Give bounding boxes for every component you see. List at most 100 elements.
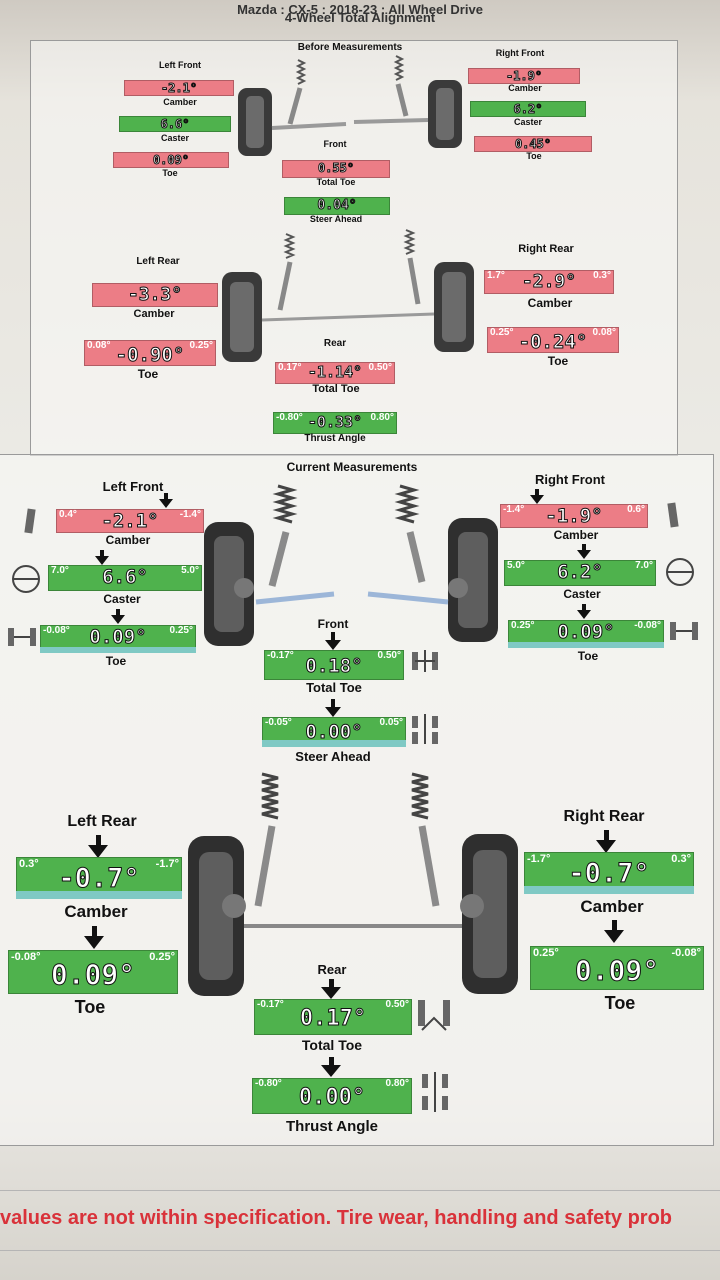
- current-right-front-caster-gauge: 5.0° 7.0° 6.2°: [504, 560, 656, 586]
- current-right-front-camber-min: -1.4°: [503, 503, 525, 515]
- current-left-rear-camber-min: 0.3°: [19, 857, 39, 870]
- current-right-front-caster-value: 6.2°: [557, 561, 604, 584]
- current-front-label: Front: [317, 617, 349, 631]
- before-right-front-toe-value: 0.45°: [514, 136, 552, 151]
- before-right-front-camber-value: -1.9°: [505, 68, 543, 83]
- current-right-rear-camber-value: -0.7°: [568, 857, 650, 889]
- before-left-front-caster-caption: Caster: [160, 133, 189, 143]
- before-right-rear-toe-caption: Toe: [547, 354, 569, 368]
- current-left-rear-camber-value: -0.7°: [58, 862, 140, 894]
- current-rear-total-toe-value: 0.17°: [299, 1006, 367, 1032]
- current-right-rear-toe-caption: Toe: [604, 993, 636, 1013]
- footer-divider-top: [0, 1190, 720, 1191]
- before-left-rear-toe-caption: Toe: [137, 367, 159, 381]
- current-steer-ahead-max: 0.05°: [379, 717, 403, 729]
- current-right-front-toe-caption: Toe: [577, 649, 599, 663]
- caster-wheel-icon-right: [666, 558, 694, 586]
- current-rear-suspension-diagram: [188, 772, 518, 996]
- current-right-front-camber-caption: Camber: [553, 528, 599, 542]
- before-right-rear-camber-max: 0.3°: [593, 269, 611, 281]
- before-front-label: Front: [323, 139, 347, 149]
- total-toe-icon: [412, 650, 438, 672]
- current-right-rear-toe-gauge: 0.25° -0.08° 0.09°: [530, 946, 704, 990]
- current-left-front-toe-max: 0.25°: [169, 625, 193, 637]
- before-thrust-angle-max: 0.80°: [370, 411, 394, 423]
- current-thrust-angle-min: -0.80°: [255, 1078, 282, 1090]
- current-left-rear-label: Left Rear: [67, 813, 137, 830]
- current-thrust-angle-caption: Thrust Angle: [286, 1118, 378, 1135]
- before-front-total-toe-caption: Total Toe: [316, 177, 356, 187]
- current-left-front-camber-value: -2.1°: [101, 510, 159, 533]
- current-panel-title: Current Measurements: [286, 460, 418, 474]
- before-front-total-toe-gauge: 0.55°: [282, 160, 390, 178]
- before-left-front-camber-value: -2.1°: [160, 80, 198, 95]
- current-front-total-toe-max: 0.50°: [377, 650, 401, 662]
- before-steer-ahead-caption: Steer Ahead: [309, 214, 363, 224]
- rear-total-toe-icon: [418, 1000, 450, 1031]
- current-left-rear-toe-value: 0.09°: [50, 957, 136, 991]
- current-right-front-label: Right Front: [534, 472, 606, 487]
- current-steer-ahead-gauge: -0.05° 0.05° 0.00°: [262, 717, 406, 747]
- current-left-front-toe-min: -0.08°: [43, 625, 70, 637]
- current-left-front-caster-gauge: 7.0° 5.0° 6.6°: [48, 565, 202, 591]
- current-front-total-toe-min: -0.17°: [267, 650, 294, 662]
- before-right-rear-camber-value: -2.9°: [521, 270, 577, 292]
- current-rear-total-toe-min: -0.17°: [257, 999, 284, 1011]
- before-right-front-camber-caption: Camber: [508, 83, 542, 93]
- current-rear-total-toe-gauge: -0.17° 0.50° 0.17°: [254, 999, 412, 1035]
- before-left-front-caster-gauge: 6.6°: [119, 116, 231, 132]
- before-rear-total-toe-min: 0.17°: [278, 361, 302, 373]
- toe-axle-icon-right: [670, 622, 698, 640]
- before-thrust-angle-value: -0.33°: [307, 412, 363, 431]
- current-left-front-caster-caption: Caster: [103, 592, 141, 606]
- before-left-front-toe-gauge: 0.09°: [113, 152, 229, 168]
- before-left-rear-label: Left Rear: [136, 256, 180, 267]
- before-right-front-camber-gauge: -1.9°: [468, 68, 580, 84]
- before-right-rear-camber-gauge: 1.7° 0.3° -2.9°: [484, 270, 614, 294]
- current-front-total-toe-value: 0.18°: [305, 654, 363, 677]
- before-right-front-caster-gauge: 6.2°: [470, 101, 586, 117]
- before-right-front-caster-caption: Caster: [513, 117, 542, 127]
- before-right-rear-toe-value: -0.24°: [518, 330, 588, 353]
- before-rear-total-toe-gauge: 0.17° 0.50° -1.14°: [275, 362, 395, 384]
- before-left-front-camber-gauge: -2.1°: [124, 80, 234, 96]
- before-right-rear-toe-gauge: 0.25° 0.08° -0.24°: [487, 327, 619, 353]
- vehicle-title: Mazda : CX-5 : 2018-23 : All Wheel Drive: [237, 2, 483, 17]
- current-front-suspension-diagram: [204, 484, 498, 646]
- current-right-front-toe-gauge: 0.25° -0.08° 0.09°: [508, 620, 664, 648]
- current-steer-ahead-min: -0.05°: [265, 717, 292, 729]
- toe-axle-icon: [8, 628, 36, 646]
- thrust-angle-icon: [422, 1072, 448, 1112]
- current-left-front-toe-value: 0.09°: [89, 626, 147, 649]
- current-left-front-camber-max: -1.4°: [179, 508, 201, 520]
- before-left-front-toe-value: 0.09°: [152, 152, 190, 167]
- before-right-rear-label: Right Rear: [518, 243, 574, 255]
- caster-wheel-icon: [12, 565, 40, 593]
- current-left-rear-toe-max: 0.25°: [149, 950, 175, 963]
- current-left-front-camber-caption: Camber: [105, 533, 151, 547]
- current-left-front-caster-max: 5.0°: [181, 565, 199, 577]
- before-steer-ahead-gauge: 0.04°: [284, 197, 390, 215]
- current-right-front-camber-gauge: -1.4° 0.6° -1.9°: [500, 504, 648, 528]
- current-thrust-angle-value: 0.00°: [298, 1085, 366, 1111]
- before-left-rear-camber-value: -3.3°: [127, 283, 183, 305]
- current-right-front-caster-min: 5.0°: [507, 560, 525, 572]
- before-thrust-angle-caption: Thrust Angle: [304, 433, 366, 444]
- before-front-total-toe-value: 0.55°: [317, 161, 355, 176]
- steer-ahead-icon: [412, 714, 438, 744]
- before-thrust-angle-min: -0.80°: [276, 411, 303, 423]
- current-thrust-angle-max: 0.80°: [385, 1078, 409, 1090]
- before-right-front-label: Right Front: [495, 48, 545, 58]
- current-left-front-camber-gauge: 0.4° -1.4° -2.1°: [56, 509, 204, 533]
- current-right-rear-toe-min: 0.25°: [533, 946, 559, 959]
- front-suspension-diagram: [238, 55, 462, 156]
- current-steer-ahead-caption: Steer Ahead: [295, 749, 371, 764]
- before-left-rear-camber-caption: Camber: [133, 308, 175, 320]
- current-thrust-angle-gauge: -0.80° 0.80° 0.00°: [252, 1078, 412, 1114]
- current-left-rear-toe-min: -0.08°: [11, 950, 41, 963]
- before-right-rear-toe-max: 0.08°: [592, 327, 616, 339]
- current-left-front-label: Left Front: [102, 479, 164, 494]
- current-left-front-toe-caption: Toe: [105, 654, 127, 668]
- rear-suspension-diagram: [222, 229, 474, 362]
